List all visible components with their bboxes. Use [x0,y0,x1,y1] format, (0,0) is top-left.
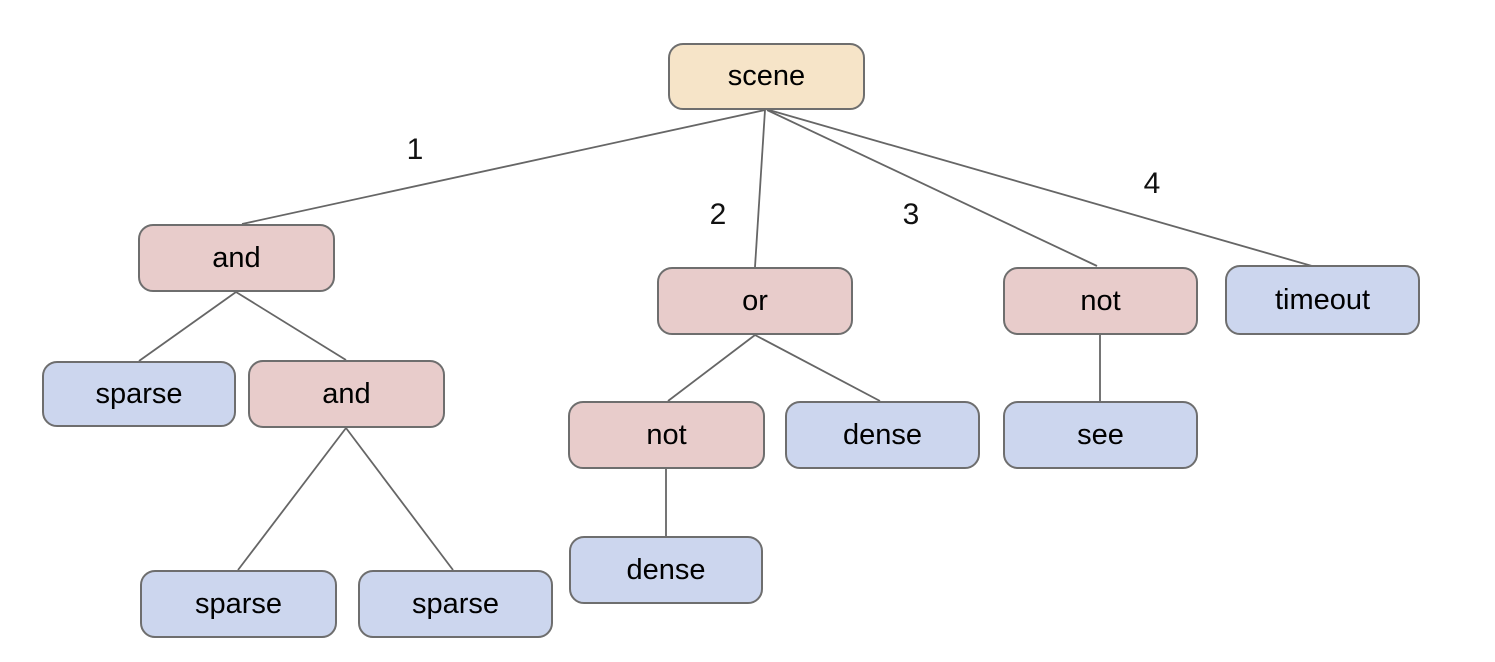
edge-scene-and [241,109,766,225]
edge-label-2: 2 [709,198,727,231]
edge-and1-and2 [235,291,347,361]
node-timeout: timeout [1225,265,1420,335]
node-not-right: not [1003,267,1198,335]
edge-label-1: 1 [406,133,424,166]
edge-scene-not [766,109,1098,267]
edge-or-notmiddle [667,334,756,402]
node-scene: scene [668,43,865,110]
node-see: see [1003,401,1198,469]
node-not-middle: not [568,401,765,469]
edge-label-4: 4 [1143,167,1161,200]
node-sparse-1: sparse [42,361,236,427]
edge-and2-sparse2 [237,427,347,571]
node-dense-2: dense [569,536,763,604]
edge-and2-sparse3 [345,427,454,571]
node-sparse-3: sparse [358,570,553,638]
node-and-2: and [248,360,445,428]
node-dense-1: dense [785,401,980,469]
node-sparse-2: sparse [140,570,337,638]
node-and-1: and [138,224,335,292]
edge-scene-timeout [768,109,1313,267]
edge-and1-sparse1 [138,291,237,362]
node-or: or [657,267,853,335]
edge-label-3: 3 [902,198,920,231]
edge-scene-or [754,109,766,268]
edge-or-dense1 [754,334,881,402]
